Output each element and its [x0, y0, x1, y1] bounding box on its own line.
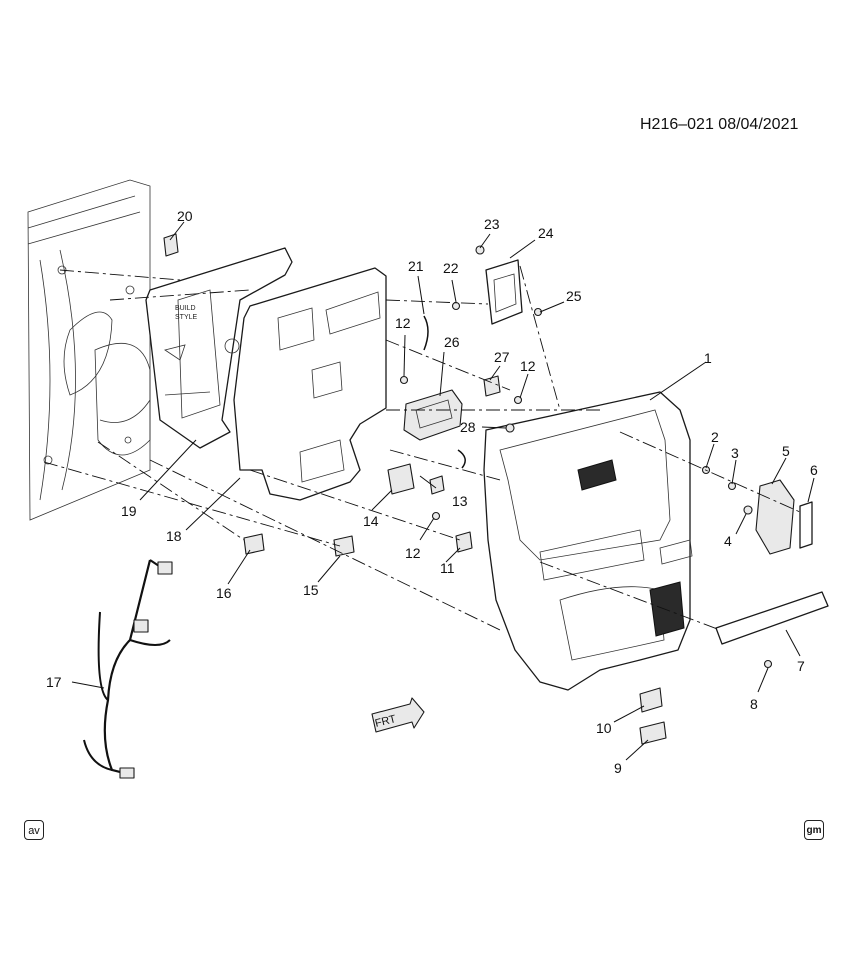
- trim-strip-icon: [799, 501, 813, 549]
- callout-1: 1: [704, 350, 712, 366]
- gm-logo-icon: gm: [804, 820, 824, 840]
- front-direction-arrow: FRT: [371, 697, 425, 733]
- callout-16: 16: [216, 585, 232, 601]
- inside-handle-icon: [403, 389, 463, 441]
- fastener-icons: [163, 233, 773, 745]
- sound-barrier-icon: [233, 267, 387, 501]
- callout-17: 17: [46, 674, 62, 690]
- door-trim-panel-icon: [483, 391, 693, 691]
- av-badge: av: [24, 820, 44, 840]
- door-frame-icon: [27, 179, 151, 521]
- callout-12-right: 12: [520, 358, 536, 374]
- callout-11: 11: [440, 560, 455, 576]
- callout-7: 7: [797, 658, 805, 674]
- callout-21: 21: [408, 258, 424, 274]
- callout-5: 5: [782, 443, 790, 459]
- diagram-id-date: H216–021 08/04/2021: [640, 116, 799, 133]
- callout-2: 2: [711, 429, 719, 445]
- callout-20: 20: [177, 208, 193, 224]
- svg-text:STYLE: STYLE: [175, 314, 198, 321]
- alignment-lines: [43, 265, 801, 631]
- switch-icon: [387, 463, 415, 495]
- callout-22: 22: [443, 260, 459, 276]
- callout-28: 28: [460, 419, 476, 435]
- callout-9: 9: [614, 760, 622, 776]
- water-deflector-icon: BUILD STYLE: [145, 247, 293, 449]
- callout-27: 27: [494, 349, 510, 365]
- callout-labels: 1 2 3 4 5 6 7 8 9 10 11 12 12 12 13 14 1…: [46, 208, 818, 776]
- leader-lines: [71, 221, 815, 761]
- switch-bezel-icon: [755, 479, 795, 555]
- callout-13: 13: [452, 493, 468, 509]
- wiring-harness-icon: [83, 559, 173, 779]
- svg-text:BUILD: BUILD: [175, 305, 196, 312]
- callout-12-lower: 12: [405, 545, 421, 561]
- callout-4: 4: [724, 533, 732, 549]
- callout-18: 18: [166, 528, 182, 544]
- callout-24: 24: [538, 225, 554, 241]
- callout-15: 15: [303, 582, 319, 598]
- callout-12-upper: 12: [395, 315, 411, 331]
- callout-23: 23: [484, 216, 500, 232]
- callout-19: 19: [121, 503, 137, 519]
- bracket-icon: [485, 259, 523, 325]
- callout-26: 26: [444, 334, 460, 350]
- callout-3: 3: [731, 445, 739, 461]
- frt-label: FRT: [374, 713, 398, 730]
- callout-10: 10: [596, 720, 612, 736]
- callout-25: 25: [566, 288, 582, 304]
- armrest-trim-icon: [715, 591, 829, 645]
- callout-6: 6: [810, 462, 818, 478]
- callout-14: 14: [363, 513, 379, 529]
- callout-8: 8: [750, 696, 758, 712]
